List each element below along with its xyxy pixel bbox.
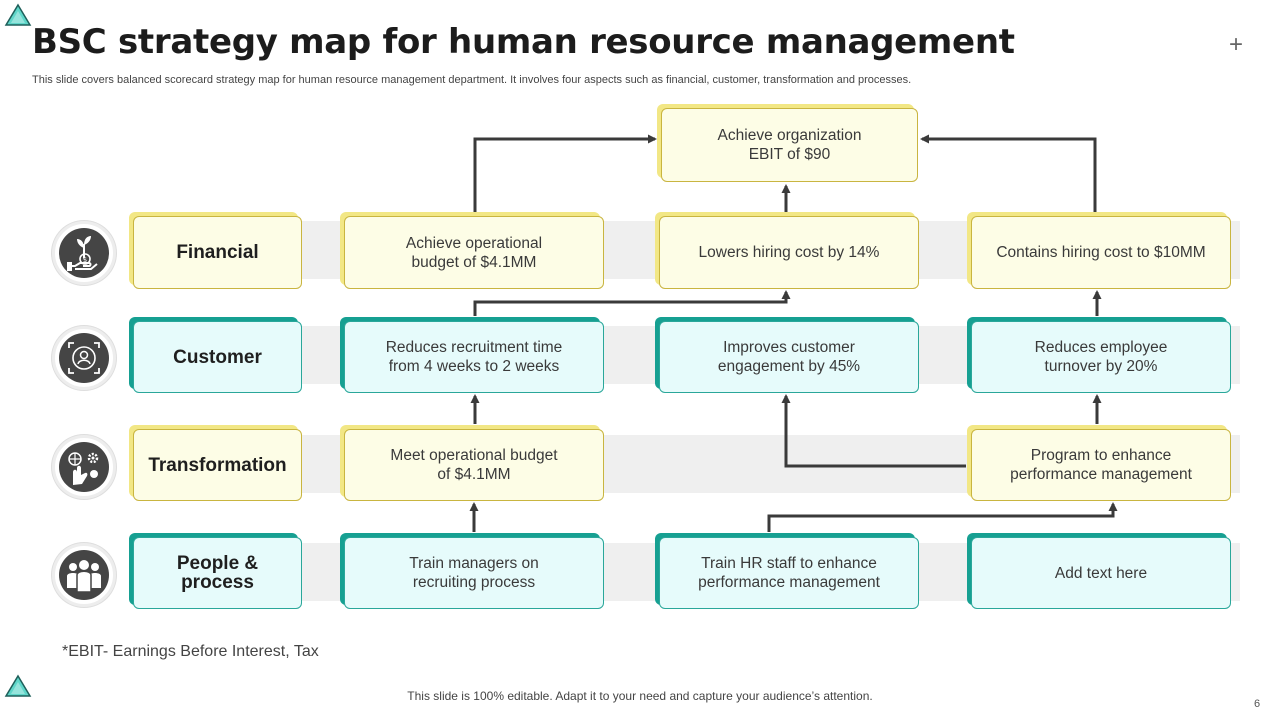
top-goal-box: Achieve organization EBIT of $90 bbox=[661, 108, 918, 182]
customer-box-2-text: Improves customer engagement by 45% bbox=[717, 339, 861, 375]
financial-box-1-text: Achieve operational budget of $4.1MM bbox=[405, 234, 543, 271]
arrow-customer1-to-financial2 bbox=[473, 290, 791, 316]
customer-box-3: Reduces employee turnover by 20% bbox=[971, 321, 1231, 393]
transformation-box-1: Meet operational budget of $4.1MM bbox=[344, 429, 604, 501]
people-group-icon bbox=[52, 543, 116, 607]
customer-box-2: Improves customer engagement by 45% bbox=[659, 321, 919, 393]
row-label-customer-text: Customer bbox=[173, 346, 262, 368]
corner-logo-top-icon bbox=[4, 3, 32, 26]
people-process-box-1: Train managers on recruiting process bbox=[344, 537, 604, 609]
people-process-box-2: Train HR staff to enhance performance ma… bbox=[659, 537, 919, 609]
people-process-box-3[interactable]: Add text here bbox=[971, 537, 1231, 609]
arrow-financial3-to-goal bbox=[920, 134, 1097, 212]
svg-text:$: $ bbox=[83, 256, 87, 264]
row-label-people-process-text: People & process bbox=[176, 553, 259, 593]
financial-box-2: Lowers hiring cost by 14% bbox=[659, 216, 919, 289]
people-process-box-3-text[interactable]: Add text here bbox=[1054, 564, 1148, 582]
people-process-box-1-text: Train managers on recruiting process bbox=[409, 555, 539, 591]
financial-box-2-text: Lowers hiring cost by 14% bbox=[698, 244, 880, 261]
row-label-financial-text: Financial bbox=[176, 242, 259, 263]
financial-box-1: Achieve operational budget of $4.1MM bbox=[344, 216, 604, 289]
arrow-financial1-to-goal bbox=[473, 134, 657, 212]
top-goal-text: Achieve organization EBIT of $90 bbox=[717, 127, 862, 163]
editable-note: This slide is 100% editable. Adapt it to… bbox=[407, 689, 873, 703]
corner-logo-bottom-icon bbox=[4, 674, 32, 697]
plus-icon[interactable]: + bbox=[1229, 31, 1244, 58]
row-label-transformation: Transformation bbox=[133, 429, 302, 501]
customer-box-1: Reduces recruitment time from 4 weeks to… bbox=[344, 321, 604, 393]
customer-box-1-text: Reduces recruitment time from 4 weeks to… bbox=[385, 339, 563, 375]
people-process-box-2-text: Train HR staff to enhance performance ma… bbox=[698, 555, 880, 591]
financial-box-3-text: Contains hiring cost to $10MM bbox=[996, 244, 1206, 261]
slide-subtitle: This slide covers balanced scorecard str… bbox=[32, 74, 912, 86]
page-number: 6 bbox=[1254, 698, 1261, 710]
transformation-box-2-text: Program to enhance performance managemen… bbox=[1010, 447, 1192, 483]
transformation-box-1-text: Meet operational budget of $4.1MM bbox=[390, 447, 558, 483]
customer-box-3-text: Reduces employee turnover by 20% bbox=[1034, 339, 1168, 375]
customer-focus-icon bbox=[52, 326, 116, 390]
transformation-box-2: Program to enhance performance managemen… bbox=[971, 429, 1231, 501]
row-label-people-process: People & process bbox=[133, 537, 302, 609]
slide-title: BSC strategy map for human resource mana… bbox=[32, 22, 1015, 62]
digital-transformation-icon bbox=[52, 435, 116, 499]
financial-box-3: Contains hiring cost to $10MM bbox=[971, 216, 1231, 289]
row-label-transformation-text: Transformation bbox=[148, 454, 287, 476]
ebit-footnote: *EBIT- Earnings Before Interest, Tax bbox=[62, 643, 319, 660]
row-label-customer: Customer bbox=[133, 321, 302, 393]
money-plant-hand-icon: $ bbox=[52, 221, 116, 285]
row-label-financial: Financial bbox=[133, 216, 302, 289]
arrow-people2-to-transformation2 bbox=[767, 502, 1118, 532]
